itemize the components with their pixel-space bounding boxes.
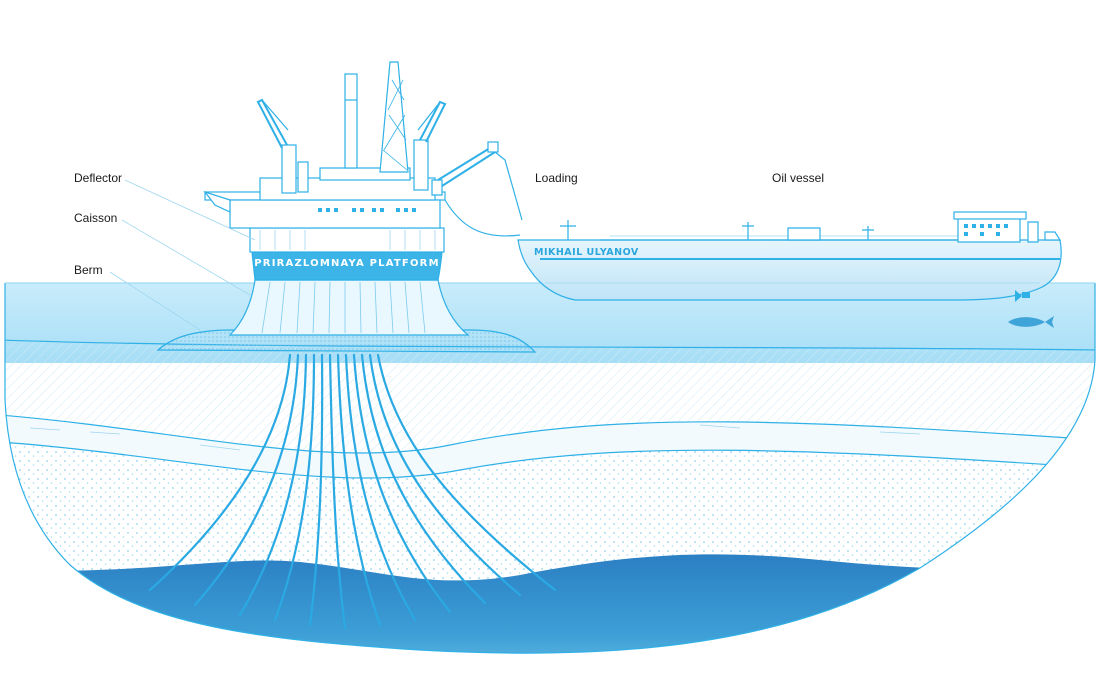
- vessel-hull: [517, 239, 1062, 301]
- loading-boom: [431, 141, 523, 237]
- label-deflector: Deflector: [74, 171, 122, 185]
- label-loading: Loading: [535, 171, 578, 185]
- caisson: PRIRAZLOMNAYA PLATFORM: [228, 227, 470, 336]
- crane-left: [256, 98, 309, 194]
- label-caisson: Caisson: [74, 211, 117, 225]
- vessel-name: MIKHAIL ULYANOV: [534, 247, 639, 258]
- exhaust-stack: [344, 73, 358, 169]
- platform-topsides: [203, 61, 523, 237]
- platform-name: PRIRAZLOMNAYA PLATFORM: [254, 258, 439, 269]
- well-bores: [148, 353, 557, 630]
- label-berm: Berm: [74, 263, 103, 277]
- fish-icon: [1008, 316, 1054, 328]
- oil-vessel: MIKHAIL ULYANOV: [517, 211, 1062, 302]
- crane-right: [413, 100, 447, 191]
- vessel-propeller: [1015, 290, 1030, 302]
- label-oil-vessel: Oil vessel: [772, 171, 824, 185]
- oil-reservoir: [5, 554, 1095, 654]
- stratum-band: [5, 415, 1095, 479]
- basin-outline: [4, 283, 1096, 654]
- leader-lines: [109, 179, 256, 331]
- deflector: [203, 190, 231, 213]
